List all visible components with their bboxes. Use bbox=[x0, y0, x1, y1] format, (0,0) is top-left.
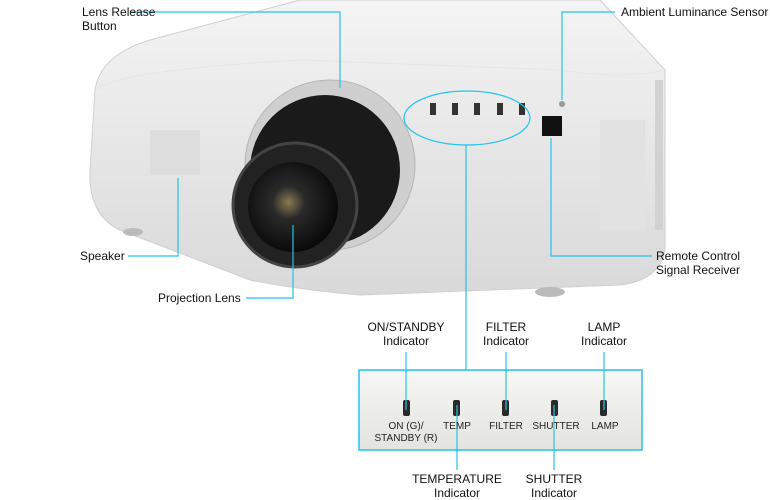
shutter-indicator-label: SHUTTER Indicator bbox=[514, 472, 594, 500]
label-line: ON (G)/ bbox=[388, 421, 424, 432]
indicator-row bbox=[430, 103, 525, 115]
label-line: LAMP bbox=[587, 320, 621, 334]
label-line: Indicator bbox=[580, 334, 628, 348]
label-line: Lens Release bbox=[82, 5, 156, 19]
lamp-indicator-label: LAMP Indicator bbox=[564, 320, 644, 348]
panel-label-temp: TEMP bbox=[443, 421, 471, 432]
panel-label-lamp: LAMP bbox=[591, 421, 619, 432]
label-line: Indicator bbox=[482, 334, 530, 348]
lens-release-button-label: Lens Release Button bbox=[82, 5, 155, 33]
label-line: STANDBY (R) bbox=[374, 433, 438, 444]
label-line: Indicator bbox=[530, 486, 578, 500]
panel-label-shutter: SHUTTER bbox=[532, 421, 580, 432]
speaker-grille bbox=[150, 130, 200, 175]
label-line: TEMPERATURE bbox=[412, 472, 502, 486]
speaker-label: Speaker bbox=[80, 249, 125, 263]
ambient-sensor-label: Ambient Luminance Sensor bbox=[621, 5, 769, 19]
label-line: FILTER bbox=[485, 320, 527, 334]
projection-lens-graphic bbox=[231, 79, 416, 269]
temperature-indicator-label: TEMPERATURE Indicator bbox=[402, 472, 512, 500]
label-line: Remote Control bbox=[656, 249, 741, 263]
label-line: SHUTTER bbox=[525, 472, 583, 486]
panel-label-on-standby: ON (G)/ STANDBY (R) bbox=[366, 421, 446, 445]
label-line: Signal Receiver bbox=[656, 263, 741, 277]
projection-lens-label: Projection Lens bbox=[158, 291, 241, 305]
remote-receiver-label: Remote Control Signal Receiver bbox=[656, 249, 740, 277]
label-line: Indicator bbox=[382, 334, 430, 348]
label-line: Indicator bbox=[433, 486, 481, 500]
filter-indicator-label: FILTER Indicator bbox=[466, 320, 546, 348]
callout-lines bbox=[128, 11, 652, 470]
label-line: ON/STANDBY bbox=[367, 320, 445, 334]
remote-receiver-window bbox=[542, 116, 562, 136]
panel-label-filter: FILTER bbox=[489, 421, 523, 432]
on-standby-indicator-label: ON/STANDBY Indicator bbox=[356, 320, 456, 348]
label-line: Button bbox=[82, 19, 117, 33]
